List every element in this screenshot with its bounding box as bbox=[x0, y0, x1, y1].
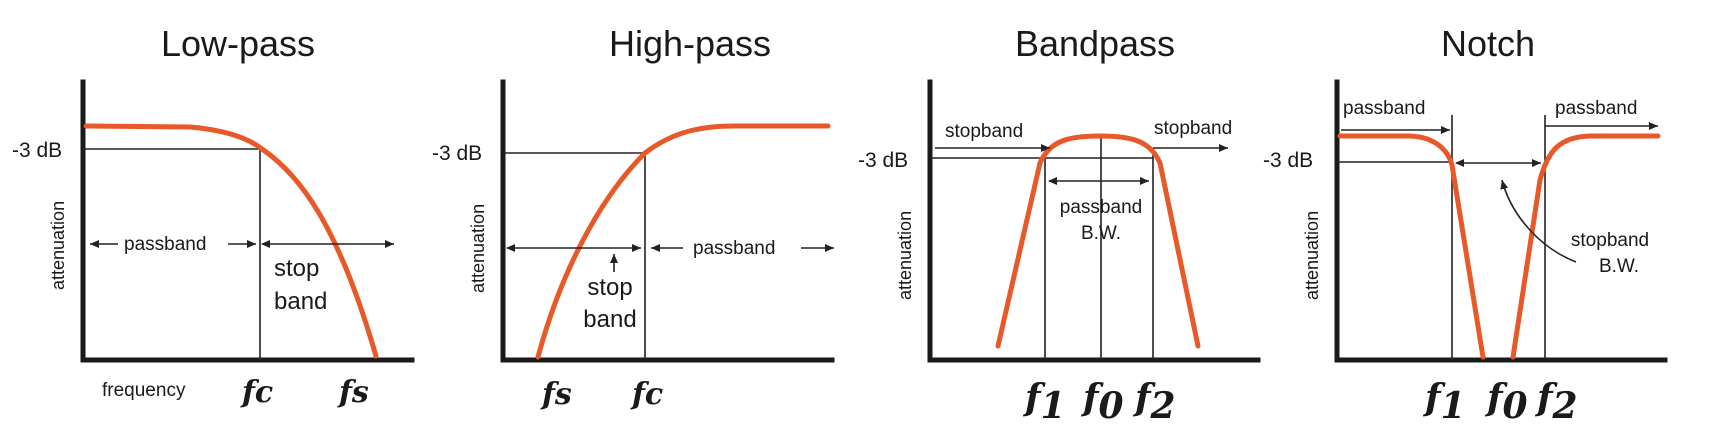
notch-passband-right-label: passband bbox=[1555, 98, 1637, 119]
highpass-stop-label: stop bbox=[587, 274, 632, 301]
bandpass-bw-label: B.W. bbox=[1081, 223, 1121, 244]
notch-f1-label: f1 bbox=[1422, 377, 1466, 427]
notch-response-curve-right bbox=[1510, 133, 1661, 360]
notch-passband-left-label: passband bbox=[1343, 98, 1425, 119]
bandpass-f0-label: f0 bbox=[1080, 377, 1124, 427]
bandpass-passband-label: passband bbox=[1060, 197, 1142, 218]
lowpass-x-label: frequency bbox=[102, 380, 186, 401]
notch-f2-label: f2 bbox=[1534, 377, 1578, 427]
highpass-panel: High-pass -3 dB attenuation stop band pa… bbox=[432, 23, 835, 412]
bandpass-title: Bandpass bbox=[1015, 23, 1175, 64]
bandpass-f2-label: f2 bbox=[1132, 377, 1176, 427]
bandpass-db-label: -3 dB bbox=[858, 149, 908, 172]
notch-bw-label: B.W. bbox=[1599, 256, 1639, 277]
highpass-passband-label: passband bbox=[693, 238, 775, 259]
bandpass-stopband-left-label: stopband bbox=[945, 121, 1023, 142]
lowpass-stop-label: stop bbox=[274, 255, 319, 282]
highpass-fs-label: fs bbox=[540, 377, 572, 412]
notch-title: Notch bbox=[1441, 23, 1535, 64]
notch-stopband-label: stopband bbox=[1571, 230, 1649, 251]
bandpass-y-label: attenuation bbox=[895, 211, 915, 300]
highpass-response-curve bbox=[535, 123, 831, 360]
notch-y-label: attenuation bbox=[1302, 211, 1322, 300]
notch-stopband-pointer bbox=[1500, 179, 1577, 263]
lowpass-y-label: attenuation bbox=[48, 201, 68, 290]
lowpass-passband-label: passband bbox=[124, 234, 206, 255]
highpass-title: High-pass bbox=[609, 23, 771, 64]
lowpass-panel: Low-pass -3 dB attenuation passband stop… bbox=[12, 23, 415, 410]
highpass-db-label: -3 dB bbox=[432, 142, 482, 165]
highpass-fc-label: fc bbox=[630, 377, 663, 412]
lowpass-db-label: -3 dB bbox=[12, 139, 62, 162]
lowpass-band-label: band bbox=[274, 288, 327, 315]
bandpass-stopband-right-label: stopband bbox=[1154, 118, 1232, 139]
lowpass-fc-label: fc bbox=[240, 375, 273, 410]
notch-f0-label: f0 bbox=[1484, 377, 1528, 427]
bandpass-f1-label: f1 bbox=[1022, 377, 1066, 427]
highpass-band-label: band bbox=[583, 306, 636, 333]
bandpass-panel: Bandpass -3 dB attenuation stopband stop… bbox=[858, 23, 1261, 427]
notch-db-label: -3 dB bbox=[1263, 149, 1313, 172]
notch-panel: Notch -3 dB attenuation passband passban… bbox=[1263, 23, 1668, 427]
lowpass-title: Low-pass bbox=[161, 23, 315, 64]
lowpass-response-curve bbox=[83, 123, 379, 359]
notch-response-curve-left bbox=[1337, 133, 1486, 360]
highpass-y-label: attenuation bbox=[468, 204, 488, 293]
lowpass-fs-label: fs bbox=[337, 375, 369, 410]
